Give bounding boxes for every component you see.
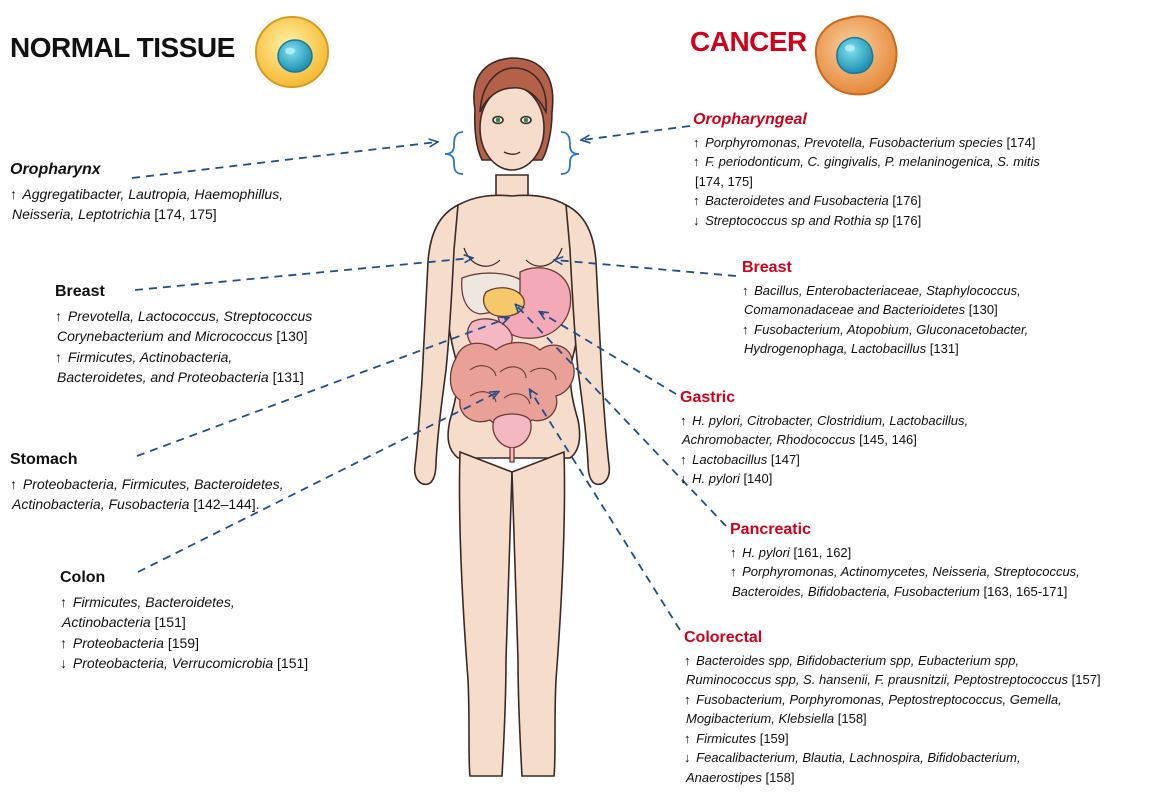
list-item: ↑ F. periodonticum, C. gingivalis, P. me… [693, 152, 1040, 172]
list-item: ↑ Bacillus, Enterobacteriaceae, Staphylo… [742, 281, 1028, 301]
list-item: ↑ Porphyromonas, Prevotella, Fusobacteri… [693, 133, 1040, 153]
list-item: ↑ Lactobacillus [147] [680, 450, 968, 470]
normal-stomach-block: Stomach ↑ Proteobacteria, Firmicutes, Ba… [10, 450, 284, 515]
list-item: Actinobacteria [151] [60, 612, 308, 633]
normal-breast-title: Breast [55, 282, 312, 303]
normal-cell-icon [256, 17, 328, 87]
cancer-heading: CANCER [690, 26, 807, 58]
list-item: Actinobacteria, Fusobacteria [142–144]. [10, 494, 284, 515]
list-item: Bacteroidetes, and Proteobacteria [131] [55, 367, 312, 388]
cancer-colorectal-title: Colorectal [684, 628, 1101, 648]
list-item: Anaerostipes [158] [684, 768, 1101, 788]
normal-oropharynx-title: Oropharynx [10, 160, 283, 181]
cancer-cell-icon [816, 16, 897, 94]
list-item: ↑ Proteobacteria [159] [60, 633, 308, 654]
cancer-gastric-block: Gastric ↑ H. pylori, Citrobacter, Clostr… [680, 388, 968, 489]
list-item: ↑ Firmicutes [159] [684, 729, 1101, 749]
cancer-gastric-title: Gastric [680, 388, 968, 408]
list-item: Neisseria, Leptotrichia [174, 175] [10, 204, 283, 225]
list-item: Achromobacter, Rhodococcus [145, 146] [680, 430, 968, 450]
list-item: ↑ Fusobacterium, Atopobium, Gluconacetob… [742, 320, 1028, 340]
list-item: Bacteroides, Bifidobacteria, Fusobacteri… [730, 582, 1080, 602]
list-item: ↑ H. pylori, Citrobacter, Clostridium, L… [680, 411, 968, 431]
list-item: ↓ H. pylori [140] [680, 469, 968, 489]
normal-colon-title: Colon [60, 568, 308, 589]
normal-tissue-heading: NORMAL TISSUE [10, 32, 235, 64]
normal-breast-block: Breast ↑ Prevotella, Lactococcus, Strept… [55, 282, 312, 388]
cancer-colorectal-block: Colorectal ↑ Bacteroides spp, Bifidobact… [684, 628, 1101, 787]
list-item: [174, 175] [693, 172, 1040, 192]
cancer-oropharyngeal-title: Oropharyngeal [693, 110, 1040, 130]
list-item: ↑ H. pylori [161, 162] [730, 543, 1080, 563]
list-item: ↑ Proteobacteria, Firmicutes, Bacteroide… [10, 474, 284, 495]
list-item: ↑ Porphyromonas, Actinomycetes, Neisseri… [730, 562, 1080, 582]
cancer-pancreatic-block: Pancreatic ↑ H. pylori [161, 162] ↑ Porp… [730, 520, 1080, 601]
list-item: ↓ Streptococcus sp and Rothia sp [176] [693, 211, 1040, 231]
list-item: ↑ Aggregatibacter, Lautropia, Haemophill… [10, 184, 283, 205]
list-item: ↑ Bacteroides spp, Bifidobacterium spp, … [684, 651, 1101, 671]
list-item: Corynebacterium and Micrococcus [130] [55, 326, 312, 347]
list-item: ↓ Proteobacteria, Verrucomicrobia [151] [60, 653, 308, 674]
list-item: ↑ Bacteroidetes and Fusobacteria [176] [693, 191, 1040, 211]
normal-stomach-title: Stomach [10, 450, 284, 471]
list-item: Comamonadaceae and Bacterioidetes [130] [742, 300, 1028, 320]
cancer-pancreatic-title: Pancreatic [730, 520, 1080, 540]
cancer-oropharyngeal-block: Oropharyngeal ↑ Porphyromonas, Prevotell… [693, 110, 1040, 230]
cancer-breast-title: Breast [742, 258, 1028, 278]
list-item: ↑ Firmicutes, Actinobacteria, [55, 347, 312, 368]
list-item: Mogibacterium, Klebsiella [158] [684, 709, 1101, 729]
normal-oropharynx-block: Oropharynx ↑ Aggregatibacter, Lautropia,… [10, 160, 283, 225]
list-item: ↑ Firmicutes, Bacteroidetes, [60, 592, 308, 613]
list-item: ↑ Prevotella, Lactococcus, Streptococcus [55, 306, 312, 327]
normal-colon-block: Colon ↑ Firmicutes, Bacteroidetes, Actin… [60, 568, 308, 674]
connector-cancer-oropharyngeal [582, 126, 690, 140]
list-item: Ruminococcus spp, S. hansenii, F. prausn… [684, 670, 1101, 690]
list-item: Hydrogenophaga, Lactobacillus [131] [742, 339, 1028, 359]
list-item: ↓ Feacalibacterium, Blautia, Lachnospira… [684, 748, 1101, 768]
list-item: ↑ Fusobacterium, Porphyromonas, Peptostr… [684, 690, 1101, 710]
cancer-breast-block: Breast ↑ Bacillus, Enterobacteriaceae, S… [742, 258, 1028, 359]
